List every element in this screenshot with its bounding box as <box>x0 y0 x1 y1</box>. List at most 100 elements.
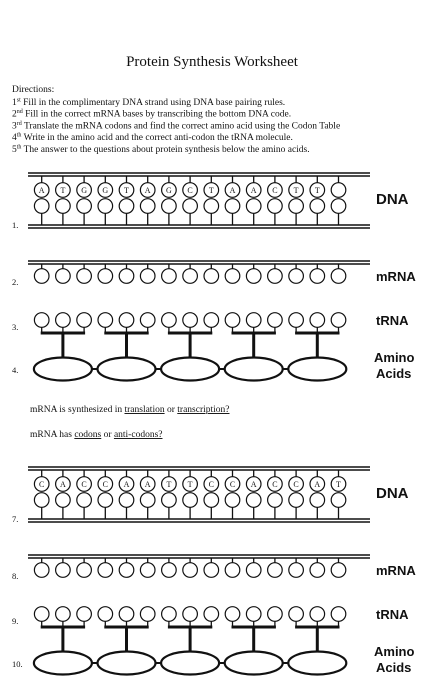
dna-bottom-base[interactable] <box>97 198 114 214</box>
dna-top-base[interactable] <box>97 476 114 492</box>
dna-bottom-base[interactable] <box>224 198 241 214</box>
dna-bottom-base[interactable] <box>309 198 326 214</box>
mrna-base[interactable] <box>245 562 262 578</box>
dna-top-base[interactable] <box>139 182 156 198</box>
dna-bottom-base[interactable] <box>224 492 241 508</box>
dna-bottom-base[interactable] <box>97 492 114 508</box>
dna-bottom-base[interactable] <box>267 492 283 508</box>
dna-bottom-base[interactable] <box>139 492 156 508</box>
trna-base[interactable] <box>33 606 50 622</box>
dna-top-base[interactable] <box>76 182 92 198</box>
amino-acid-oval[interactable] <box>223 650 284 676</box>
mrna-base[interactable] <box>203 268 220 284</box>
trna-base[interactable] <box>76 606 92 622</box>
amino-acid-oval[interactable] <box>32 356 94 382</box>
dna-bottom-base[interactable] <box>160 492 177 508</box>
dna-top-base[interactable] <box>203 182 220 198</box>
mrna-base[interactable] <box>224 268 241 284</box>
trna-base[interactable] <box>330 312 347 328</box>
mrna-base[interactable] <box>182 268 199 284</box>
dna-bottom-base[interactable] <box>76 492 92 508</box>
mrna-base[interactable] <box>118 562 135 578</box>
dna-top-base[interactable] <box>267 182 283 198</box>
dna-bottom-base[interactable] <box>203 492 220 508</box>
mrna-base[interactable] <box>33 562 50 578</box>
mrna-base[interactable] <box>267 562 283 578</box>
trna-base[interactable] <box>97 606 114 622</box>
dna-bottom-base[interactable] <box>139 198 156 214</box>
trna-base[interactable] <box>267 606 283 622</box>
trna-base[interactable] <box>33 312 50 328</box>
dna-bottom-base[interactable] <box>76 198 92 214</box>
option-translation[interactable]: translation <box>124 405 164 415</box>
dna-bottom-base[interactable] <box>160 198 177 214</box>
amino-acid-oval[interactable] <box>223 356 284 382</box>
dna-top-base[interactable] <box>245 182 262 198</box>
dna-bottom-base[interactable] <box>288 492 305 508</box>
dna-top-base[interactable] <box>139 476 156 492</box>
dna-top-base[interactable] <box>288 476 305 492</box>
mrna-base[interactable] <box>160 268 177 284</box>
dna-bottom-base[interactable] <box>309 492 326 508</box>
mrna-base[interactable] <box>76 268 92 284</box>
trna-base[interactable] <box>76 312 92 328</box>
dna-bottom-base[interactable] <box>182 492 199 508</box>
mrna-base[interactable] <box>203 562 220 578</box>
dna-bottom-base[interactable] <box>118 198 135 214</box>
mrna-base[interactable] <box>267 268 283 284</box>
mrna-base[interactable] <box>139 268 156 284</box>
dna-top-base[interactable] <box>267 476 283 492</box>
trna-base[interactable] <box>245 606 262 622</box>
trna-base[interactable] <box>118 606 135 622</box>
trna-base[interactable] <box>160 606 177 622</box>
dna-bottom-base[interactable] <box>55 492 71 508</box>
dna-top-base[interactable] <box>224 476 241 492</box>
trna-base[interactable] <box>224 606 241 622</box>
dna-bottom-base[interactable] <box>33 198 50 214</box>
trna-base[interactable] <box>182 606 199 622</box>
dna-top-base[interactable] <box>182 476 199 492</box>
mrna-base[interactable] <box>76 562 92 578</box>
mrna-base[interactable] <box>118 268 135 284</box>
mrna-base[interactable] <box>33 268 50 284</box>
dna-top-base[interactable] <box>203 476 220 492</box>
trna-base[interactable] <box>203 312 220 328</box>
amino-acid-oval[interactable] <box>96 356 157 382</box>
dna-bottom-base[interactable] <box>245 198 262 214</box>
dna-top-base[interactable] <box>330 476 347 492</box>
trna-base[interactable] <box>288 312 305 328</box>
mrna-base[interactable] <box>330 562 347 578</box>
dna-bottom-base[interactable] <box>267 198 283 214</box>
trna-base[interactable] <box>118 312 135 328</box>
dna-top-base[interactable] <box>118 182 135 198</box>
trna-base[interactable] <box>203 606 220 622</box>
trna-base[interactable] <box>267 312 283 328</box>
option-transcription[interactable]: transcription? <box>177 405 229 415</box>
dna-bottom-base[interactable] <box>245 492 262 508</box>
dna-top-base[interactable] <box>118 476 135 492</box>
dna-top-base[interactable] <box>33 476 50 492</box>
dna-bottom-base[interactable] <box>182 198 199 214</box>
trna-base[interactable] <box>55 606 71 622</box>
amino-acid-oval[interactable] <box>287 356 348 382</box>
dna-bottom-base[interactable] <box>33 492 50 508</box>
option-codons[interactable]: codons <box>74 430 101 440</box>
mrna-base[interactable] <box>309 562 326 578</box>
mrna-base[interactable] <box>309 268 326 284</box>
trna-base[interactable] <box>309 606 326 622</box>
dna-top-base[interactable] <box>160 476 177 492</box>
dna-top-base[interactable] <box>55 476 71 492</box>
dna-top-base[interactable] <box>309 476 326 492</box>
dna-bottom-base[interactable] <box>118 492 135 508</box>
mrna-base[interactable] <box>288 562 305 578</box>
trna-base[interactable] <box>288 606 305 622</box>
dna-top-base[interactable] <box>55 182 71 198</box>
dna-top-base[interactable] <box>330 182 347 198</box>
dna-top-base[interactable] <box>76 476 92 492</box>
trna-base[interactable] <box>182 312 199 328</box>
trna-base[interactable] <box>55 312 71 328</box>
dna-bottom-base[interactable] <box>330 492 347 508</box>
dna-bottom-base[interactable] <box>330 198 347 214</box>
trna-base[interactable] <box>139 606 156 622</box>
mrna-base[interactable] <box>55 268 71 284</box>
